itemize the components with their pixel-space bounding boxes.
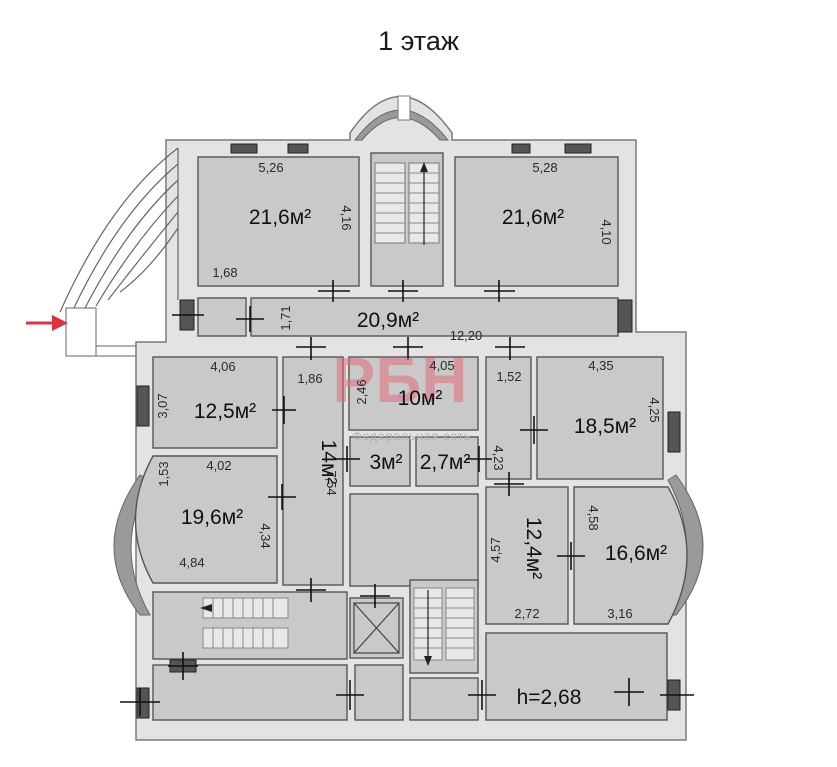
area-16-6: 16,6м² bbox=[605, 542, 667, 565]
room-bottom-left bbox=[152, 664, 348, 721]
dim-4-06: 4,06 bbox=[210, 359, 235, 374]
stair-bottom-arrowhead bbox=[424, 656, 432, 666]
ceiling-height: h=2,68 bbox=[517, 686, 582, 709]
dim-3-16: 3,16 bbox=[607, 606, 632, 621]
dim-1-86: 1,86 bbox=[297, 371, 322, 386]
top-chimney bbox=[397, 95, 411, 121]
dim-4-16: 4,16 bbox=[339, 205, 354, 230]
watermark-text: Федеральная сеть bbox=[353, 429, 472, 443]
lift-cross bbox=[353, 602, 400, 654]
room-h bbox=[485, 632, 668, 721]
dim-1-71: 1,71 bbox=[278, 305, 293, 330]
dim-12-20: 12,20 bbox=[450, 328, 483, 343]
dim-1-52: 1,52 bbox=[496, 369, 521, 384]
dim-4-10: 4,10 bbox=[599, 219, 614, 244]
dim-4-84: 4,84 bbox=[179, 555, 204, 570]
door-markers bbox=[120, 280, 694, 716]
room-19-6 bbox=[134, 455, 278, 584]
area-18-5: 18,5м² bbox=[574, 415, 636, 438]
area-10: 10м² bbox=[398, 387, 443, 410]
dim-4-05: 4,05 bbox=[429, 358, 454, 373]
corridor bbox=[250, 297, 619, 337]
dim-4-02: 4,02 bbox=[206, 458, 231, 473]
dim-5-26: 5,26 bbox=[258, 160, 283, 175]
dim-4-58: 4,58 bbox=[586, 505, 601, 530]
dim-5-28: 5,28 bbox=[532, 160, 557, 175]
dim-7-54: 7,54 bbox=[324, 470, 339, 495]
area-top-right: 21,6м² bbox=[502, 206, 564, 229]
area-12-4: 12,4м² bbox=[522, 517, 545, 579]
dim-1-68: 1,68 bbox=[212, 265, 237, 280]
room-3 bbox=[349, 436, 411, 487]
area-12-5: 12,5м² bbox=[194, 400, 256, 423]
area-19-6: 19,6м² bbox=[181, 506, 243, 529]
room-16-6 bbox=[573, 486, 688, 625]
porch-landing bbox=[65, 307, 97, 357]
area-14: 14м² bbox=[317, 440, 340, 485]
dim-4-35: 4,35 bbox=[588, 358, 613, 373]
lift-hall bbox=[349, 493, 479, 587]
area-top-left: 21,6м² bbox=[249, 206, 311, 229]
area-3: 3м² bbox=[369, 451, 402, 474]
room-bottom-mid bbox=[354, 664, 404, 721]
closet-mid bbox=[485, 356, 532, 480]
room-10 bbox=[348, 356, 479, 431]
entrance-arrow bbox=[26, 315, 68, 331]
watermark-logo: РБН bbox=[333, 344, 468, 416]
porch-steps bbox=[59, 147, 179, 313]
vestibule bbox=[197, 297, 247, 337]
stair-top-arrowhead bbox=[420, 162, 428, 172]
dim-4-34: 4,34 bbox=[258, 523, 273, 548]
dim-2-46: 2,46 bbox=[354, 379, 369, 404]
room-top-left bbox=[197, 156, 360, 287]
room-12-5 bbox=[152, 356, 278, 449]
dim-1-53: 1,53 bbox=[156, 461, 171, 486]
area-corridor: 20,9м² bbox=[357, 309, 419, 332]
dim-4-23: 4,23 bbox=[491, 445, 506, 470]
area-2-7: 2,7м² bbox=[420, 451, 471, 474]
dim-4-25: 4,25 bbox=[647, 397, 662, 422]
room-2-7 bbox=[415, 436, 479, 487]
top-bay-wall bbox=[353, 109, 450, 141]
dim-2-72: 2,72 bbox=[514, 606, 539, 621]
room-14 bbox=[282, 356, 344, 586]
floor-title: 1 этаж bbox=[378, 26, 459, 56]
dim-3-07: 3,07 bbox=[155, 393, 170, 418]
room-top-right bbox=[454, 156, 619, 287]
room-18-5 bbox=[536, 356, 664, 480]
stair-left-lines bbox=[202, 597, 289, 649]
stair-left-arrowhead bbox=[200, 604, 212, 612]
dim-4-57: 4,57 bbox=[488, 537, 503, 562]
room-bottom-stair-exit bbox=[409, 677, 479, 721]
